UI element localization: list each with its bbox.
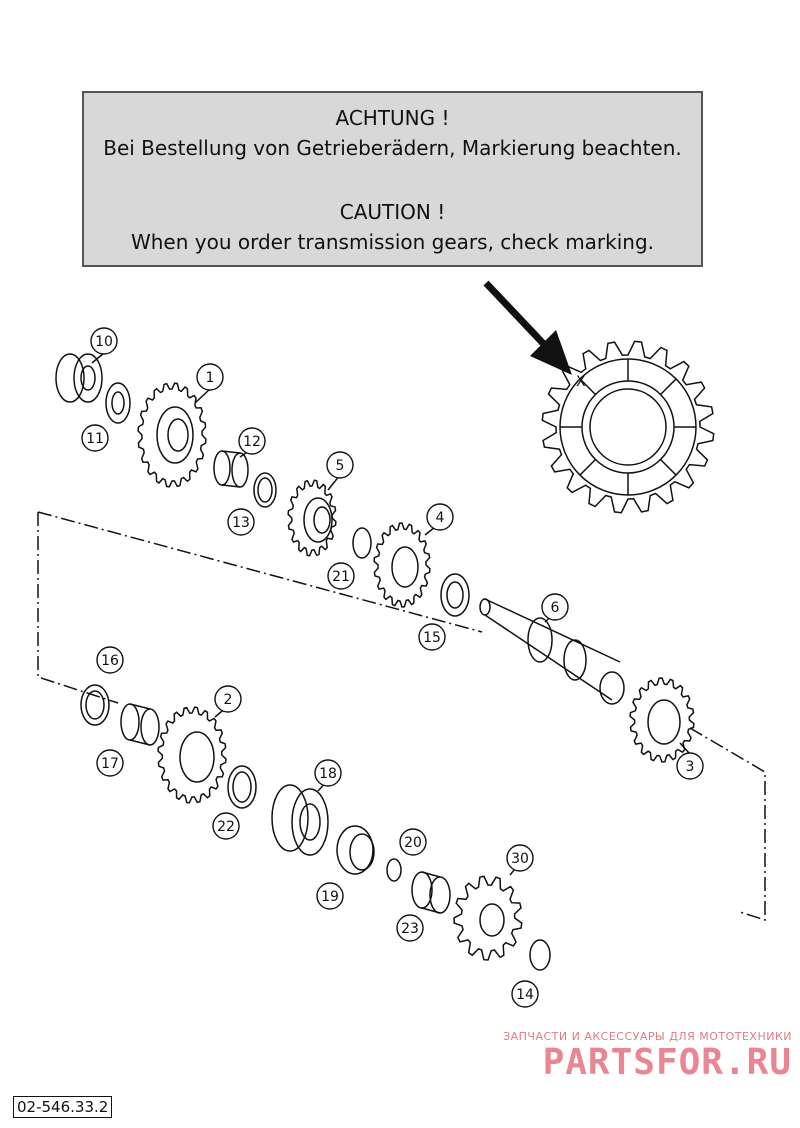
callout-20: 20 xyxy=(399,828,427,856)
callout-14: 14 xyxy=(511,980,539,1008)
svg-text:2: 2 xyxy=(224,692,233,708)
watermark: ЗАПЧАСТИ И АКСЕССУАРЫ ДЛЯ МОТОТЕХНИКИ PA… xyxy=(503,1030,792,1083)
svg-text:30: 30 xyxy=(511,851,529,867)
callout-15: 15 xyxy=(418,623,446,651)
notice-text-en: When you order transmission gears, check… xyxy=(130,230,655,254)
part-13-washer xyxy=(253,472,277,508)
part-23-washer xyxy=(227,765,257,809)
svg-text:20: 20 xyxy=(404,835,422,851)
svg-text:1: 1 xyxy=(206,370,215,386)
part-22-circlip xyxy=(352,527,372,559)
notice-heading-de: ACHTUNG ! xyxy=(335,106,450,130)
part-30-sprocket xyxy=(453,875,523,961)
part-3-gear xyxy=(373,522,431,608)
part-17-needle-bearing xyxy=(120,703,160,746)
callout-1: 1 xyxy=(196,363,224,391)
svg-text:18: 18 xyxy=(319,766,337,782)
part-4-gear xyxy=(629,677,695,763)
callout-12: 12 xyxy=(238,427,266,455)
part-11-washer xyxy=(105,382,131,424)
svg-text:17: 17 xyxy=(101,756,119,772)
svg-text:16: 16 xyxy=(101,653,119,669)
part-2-gear xyxy=(157,706,227,804)
svg-text:13: 13 xyxy=(232,515,250,531)
callout-18: 18 xyxy=(314,759,342,787)
part-16-washer xyxy=(80,684,110,726)
callout-5: 5 xyxy=(326,451,354,479)
watermark-tagline: ЗАПЧАСТИ И АКСЕССУАРЫ ДЛЯ МОТОТЕХНИКИ xyxy=(503,1030,792,1043)
part-1-gear xyxy=(137,382,207,488)
callout-2: 2 xyxy=(214,685,242,713)
svg-text:15: 15 xyxy=(423,630,441,646)
svg-text:22: 22 xyxy=(217,819,235,835)
part-19-spacer xyxy=(336,825,375,875)
notice-text-de: Bei Bestellung von Getrieberädern, Marki… xyxy=(103,136,682,160)
callout-23: 22 xyxy=(212,812,240,840)
part-15-washer xyxy=(440,573,470,617)
part-10-bearing xyxy=(55,353,103,403)
svg-text:21: 21 xyxy=(332,569,350,585)
callout-13: 13 xyxy=(227,508,255,536)
assembly-line xyxy=(37,512,119,704)
callout-11: 11 xyxy=(81,424,109,452)
part-12-needle-bearing xyxy=(213,450,249,488)
marking-x: X xyxy=(576,374,586,390)
diagram-code: 02-546.33.2 xyxy=(13,1096,113,1118)
callout-21: 23 xyxy=(396,914,424,942)
callout-16: 16 xyxy=(96,646,124,674)
callout-3: 4 xyxy=(426,503,454,531)
svg-text:23: 23 xyxy=(401,921,419,937)
svg-text:12: 12 xyxy=(243,434,261,450)
part-6-shaft xyxy=(479,598,625,705)
callout-17: 17 xyxy=(96,749,124,777)
svg-text:14: 14 xyxy=(516,987,534,1003)
callout-30: 30 xyxy=(506,844,534,872)
part-21-bushing xyxy=(411,871,451,914)
svg-text:3: 3 xyxy=(686,759,695,775)
svg-text:10: 10 xyxy=(95,334,113,350)
part-18-bearing xyxy=(271,784,329,856)
svg-text:4: 4 xyxy=(436,510,445,526)
part-14-circlip xyxy=(529,939,551,971)
callout-22: 21 xyxy=(327,562,355,590)
svg-text:11: 11 xyxy=(86,431,104,447)
marked-gear-detail xyxy=(541,340,715,514)
svg-text:19: 19 xyxy=(321,889,339,905)
svg-text:6: 6 xyxy=(551,600,560,616)
svg-text:5: 5 xyxy=(336,458,345,474)
part-20-o-ring xyxy=(386,858,402,882)
caution-notice-box: ACHTUNG ! Bei Bestellung von Getrieberäd… xyxy=(82,91,703,267)
watermark-brand: PARTSFOR.RU xyxy=(542,1042,792,1083)
callout-6: 6 xyxy=(541,593,569,621)
callout-4: 3 xyxy=(676,752,704,780)
callout-19: 19 xyxy=(316,882,344,910)
callout-10: 10 xyxy=(90,327,118,355)
notice-heading-en: CAUTION ! xyxy=(339,200,446,224)
part-5-gear xyxy=(287,479,337,557)
